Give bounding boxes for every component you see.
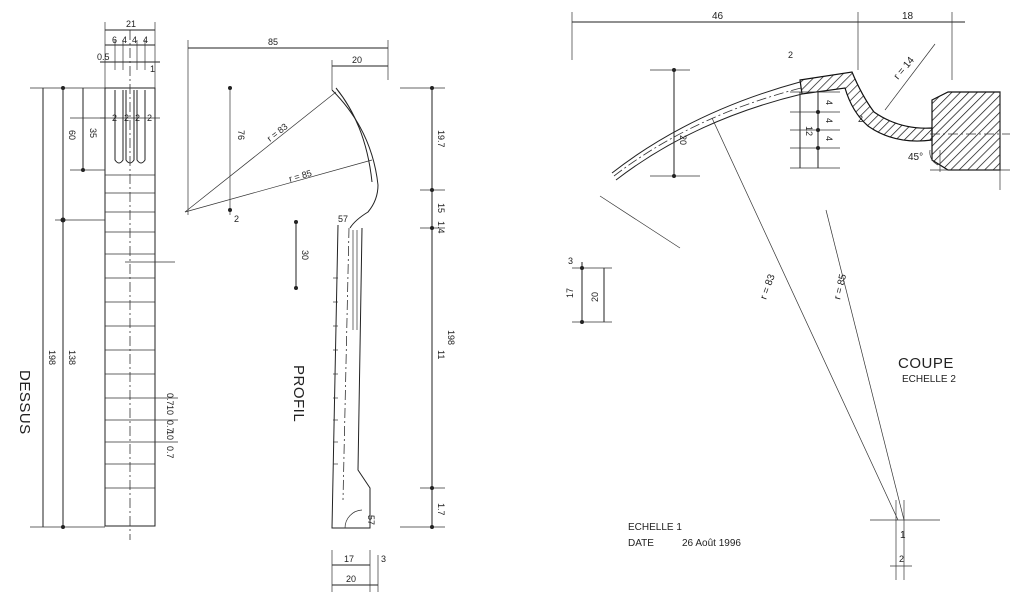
footer-scale: ECHELLE 1 xyxy=(628,522,682,533)
title-block: ECHELLE 1 DATE 26 Août 1996 xyxy=(628,522,741,549)
neck-profile xyxy=(331,224,371,529)
dim-text: 198 xyxy=(446,330,456,345)
section-arm xyxy=(611,81,801,174)
dim-text: 4 xyxy=(143,35,148,45)
dim-text: 18 xyxy=(902,11,914,22)
dim-text: 198 xyxy=(47,350,57,365)
dim-text: 57 xyxy=(366,515,376,525)
dim-text: 2 xyxy=(858,114,863,124)
dim-text: 46 xyxy=(712,11,724,22)
footer-date-label: DATE xyxy=(628,538,654,549)
footer-date-value: 26 Août 1996 xyxy=(682,538,741,549)
dim-text: 57 xyxy=(338,214,348,224)
view-title-profile: PROFIL xyxy=(290,365,307,422)
dim-text: 0.7 xyxy=(165,393,175,406)
dim-text: 2 xyxy=(899,554,904,564)
hatched-block xyxy=(931,91,1001,171)
dim-text: 2 xyxy=(788,50,793,60)
view-title-section: COUPE xyxy=(898,355,954,372)
dim-text: 85 xyxy=(268,37,278,47)
dim-text: 4 xyxy=(824,100,834,105)
slot xyxy=(125,90,135,164)
dim-text: r = 83 xyxy=(265,121,289,143)
dim-text: 20 xyxy=(590,292,600,302)
dim-text: 20 xyxy=(346,574,356,584)
dim-text: 21 xyxy=(126,19,136,29)
dim-text: r = 14 xyxy=(892,55,917,82)
view-title-top: DESSUS xyxy=(16,370,33,435)
dim-text: 1.7 xyxy=(436,503,446,516)
head-curve xyxy=(331,89,379,229)
dim-text: 10 xyxy=(165,430,175,440)
profile-view: 76 r = 83 r = 85 2 85 20 57 30 19.7 15 1… xyxy=(184,37,456,592)
dim-text: 1.4 xyxy=(436,221,446,234)
dim-text: 11 xyxy=(436,350,446,359)
dim-text: 76 xyxy=(236,130,246,140)
dim-text: 35 xyxy=(88,128,98,138)
dim-text: r = 85 xyxy=(288,168,313,184)
dim-text: r = 85 xyxy=(832,273,849,301)
dim-text: 60 xyxy=(67,130,77,140)
dim-text: r = 83 xyxy=(758,273,777,301)
dim-text: 138 xyxy=(67,350,77,365)
dim-text: 20 xyxy=(678,135,688,145)
dim-text: 4 xyxy=(122,35,127,45)
dim-text: 1 xyxy=(900,530,906,541)
dim-text: 0.5 xyxy=(97,52,110,62)
dim-text: 0.7 xyxy=(165,420,175,433)
dim-text: 17 xyxy=(565,288,575,298)
dim-text: 3 xyxy=(381,554,386,564)
dim-text: 4 xyxy=(824,118,834,123)
dim-text: 4 xyxy=(824,136,834,141)
slot xyxy=(114,90,124,164)
view-scale-section: ECHELLE 2 xyxy=(902,374,956,385)
slot xyxy=(136,90,146,164)
dim-text: 10 xyxy=(165,405,175,415)
dim-text: 30 xyxy=(300,250,310,260)
dim-text: 6 xyxy=(112,35,117,45)
fret-lines xyxy=(105,174,155,489)
top-view: 21 6 4 4 4 0.5 1 2 2 2 2 35 60 198 138 0… xyxy=(16,19,178,540)
dim-text: 20 xyxy=(352,55,362,65)
dim-text: 1 xyxy=(150,64,155,74)
dim-text: 19.7 xyxy=(436,130,446,148)
dim-text: 0.7 xyxy=(165,446,175,459)
dim-text: 3 xyxy=(568,256,573,266)
dim-text: 15 xyxy=(436,203,446,213)
dim-text: 45° xyxy=(908,152,923,163)
section-view: 46 18 r = 14 2 2 4 4 4 12 xyxy=(565,11,1010,580)
dim-text: 17 xyxy=(344,554,354,564)
dim-text: 4 xyxy=(132,35,137,45)
dim-text: 2 xyxy=(234,214,239,224)
dim-text: 12 xyxy=(804,126,814,136)
